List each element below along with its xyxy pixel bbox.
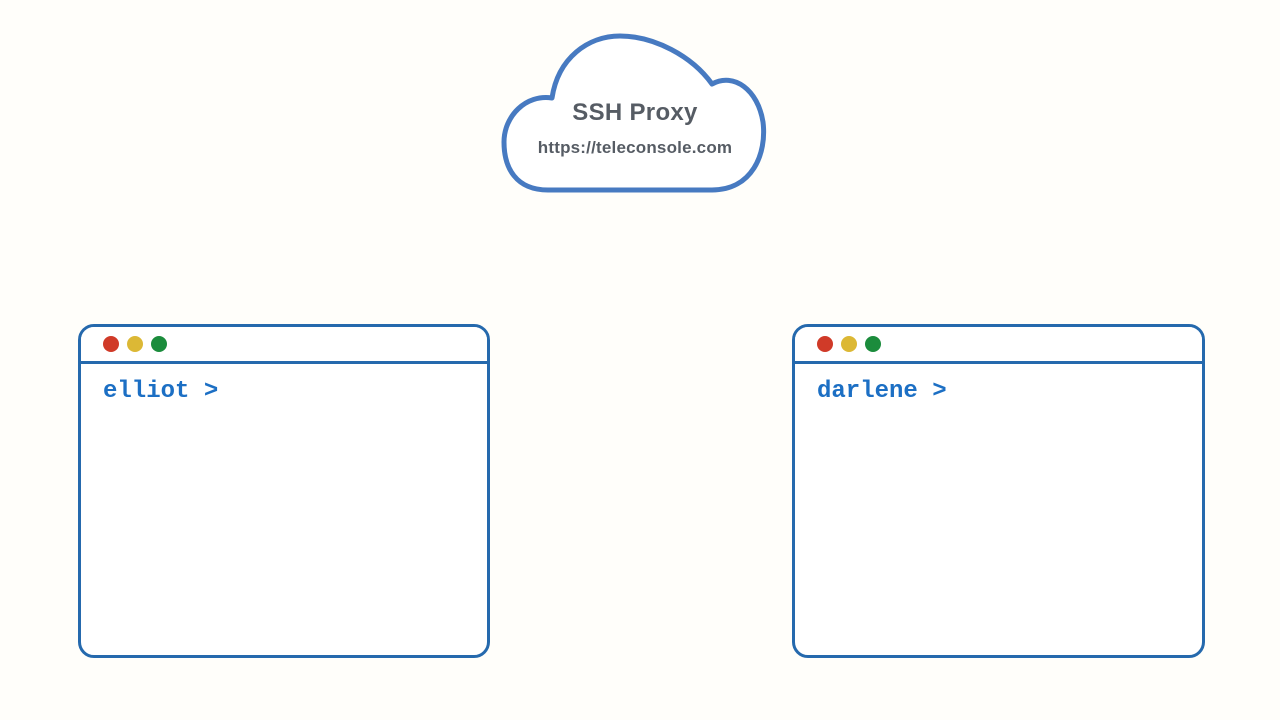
terminal-titlebar xyxy=(795,327,1202,364)
terminal-window-darlene: darlene > xyxy=(792,324,1205,658)
maximize-button-icon xyxy=(865,336,881,352)
terminal-body: elliot > xyxy=(81,364,487,404)
ssh-proxy-cloud: SSH Proxy https://teleconsole.com xyxy=(500,28,770,198)
cloud-outline-icon xyxy=(501,33,767,193)
terminal-window-elliot: elliot > xyxy=(78,324,490,658)
close-button-icon xyxy=(103,336,119,352)
cloud-url: https://teleconsole.com xyxy=(537,138,733,157)
terminal-prompt-elliot: elliot > xyxy=(103,378,219,405)
terminal-body: darlene > xyxy=(795,364,1202,404)
minimize-button-icon xyxy=(841,336,857,352)
cloud-title: SSH Proxy xyxy=(572,99,698,126)
close-button-icon xyxy=(817,336,833,352)
maximize-button-icon xyxy=(151,336,167,352)
terminal-prompt-darlene: darlene > xyxy=(817,378,947,405)
terminal-titlebar xyxy=(81,327,487,364)
minimize-button-icon xyxy=(127,336,143,352)
